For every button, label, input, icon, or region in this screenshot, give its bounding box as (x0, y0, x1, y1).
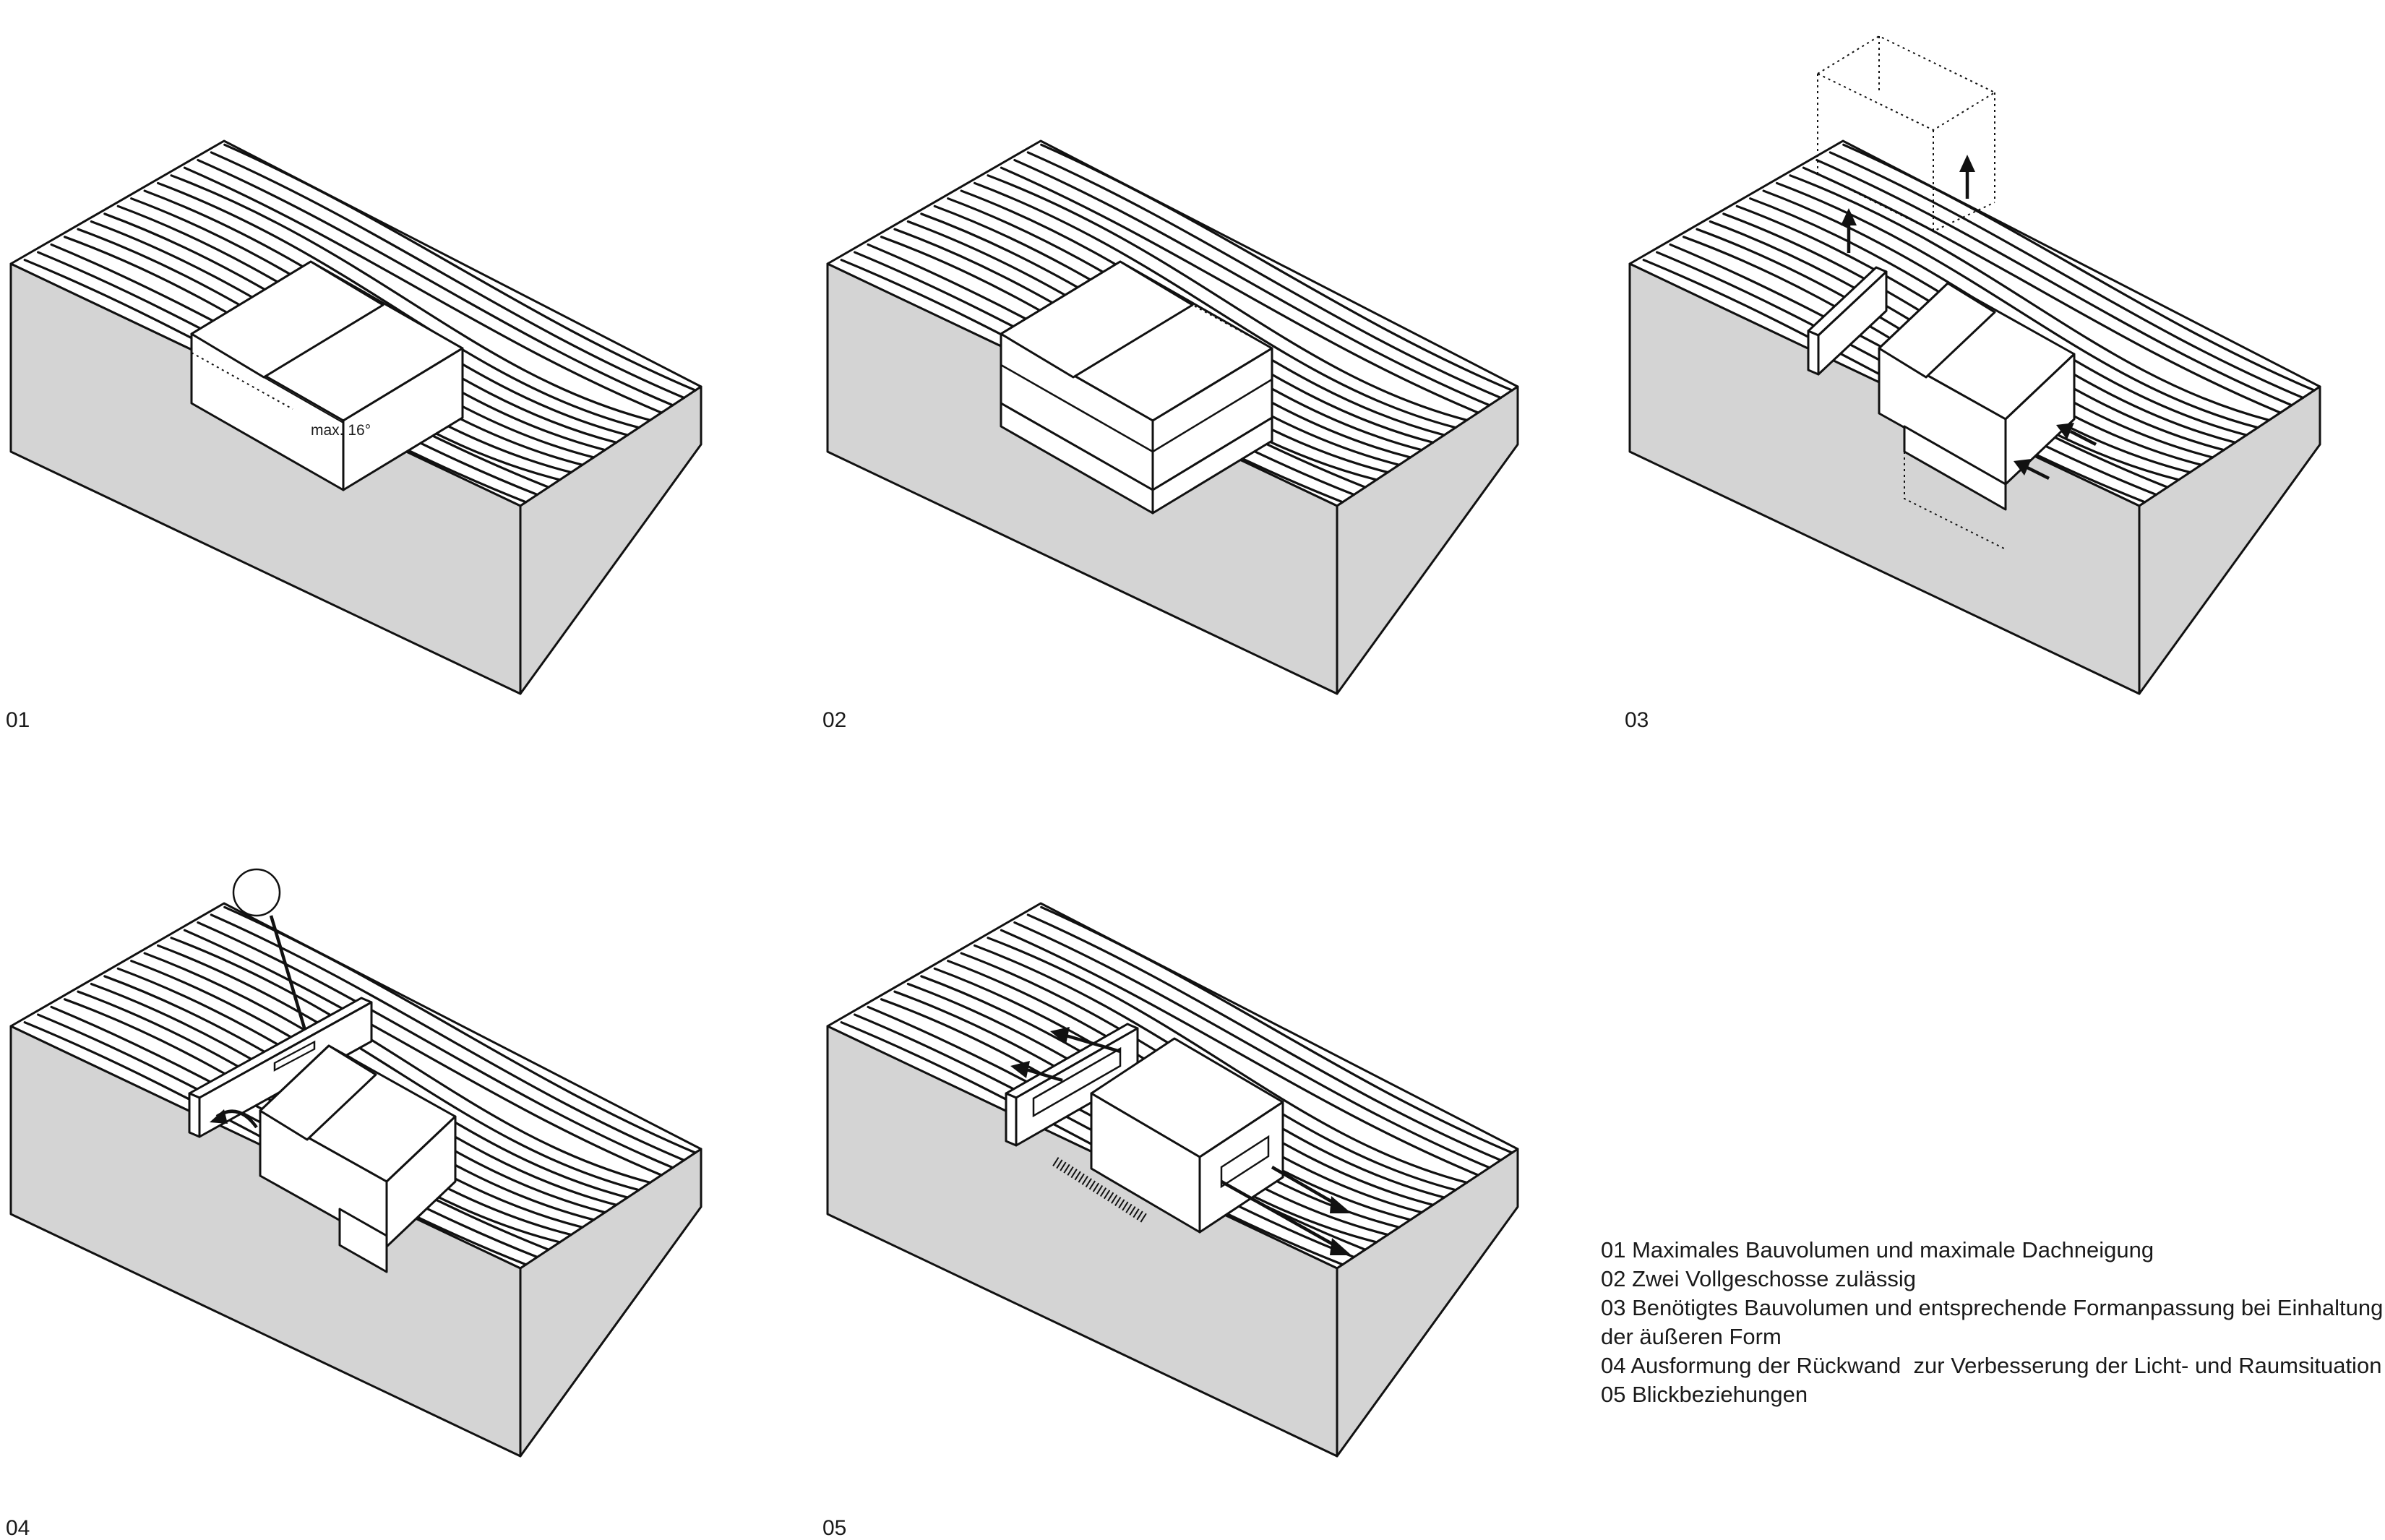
roof-pitch-annotation: max. 16° (311, 422, 371, 439)
terrain-front (519, 385, 702, 695)
arrow-icon (1220, 1180, 1352, 1255)
arrow-icon (210, 1109, 258, 1129)
panel-number: 01 (6, 708, 30, 732)
panel-03: 03 (1619, 35, 2371, 731)
arrow-icon (1841, 208, 1857, 253)
sun-circle-icon (232, 868, 281, 917)
building-volume-05 (1005, 1023, 1352, 1255)
arrow-icon (1271, 1166, 1352, 1213)
building-volume-02 (1000, 260, 1273, 515)
terrain-front (1336, 385, 1519, 695)
panel-number: 04 (6, 1516, 30, 1540)
panel-05: 05 (817, 902, 1568, 1539)
arrow-icon (2014, 459, 2050, 481)
legend-item: 04 Ausformung der Rückwand zur Verbesser… (1601, 1353, 2382, 1378)
arrow-icon (2056, 423, 2097, 447)
arrow-icon (1010, 1061, 1063, 1083)
legend-item: 03 Benötigtes Bauvolumen und entsprechen… (1601, 1295, 2384, 1320)
legend-item: 02 Zwei Vollgeschosse zulässig (1601, 1266, 1916, 1291)
stairs (1052, 1157, 1148, 1223)
building-volume-04 (188, 868, 457, 1273)
terrain-front (519, 1148, 702, 1458)
panel-number: 03 (1625, 708, 1649, 732)
legend-item: der äußeren Form (1601, 1324, 1782, 1349)
arrow-icon (1050, 1027, 1121, 1054)
legend-item: 05 Blickbeziehungen (1601, 1382, 1808, 1407)
legend: 01 Maximales Bauvolumen und maximale Dac… (1601, 1236, 2384, 1409)
panel-number: 05 (822, 1516, 847, 1540)
panel-01: max. 16° 01 (0, 139, 752, 731)
terrain-front (1336, 1148, 1519, 1458)
arrow-icon (1959, 155, 1975, 199)
building-volume-03 (1807, 35, 2097, 550)
panel-02: 02 (817, 139, 1568, 731)
contour-lines (840, 143, 1513, 504)
terrain-front (2138, 385, 2321, 695)
panel-number: 02 (822, 708, 847, 732)
legend-item: 01 Maximales Bauvolumen und maximale Dac… (1601, 1237, 2154, 1262)
building-volume-01: max. 16° (190, 260, 464, 491)
panel-04: 04 (0, 868, 752, 1539)
